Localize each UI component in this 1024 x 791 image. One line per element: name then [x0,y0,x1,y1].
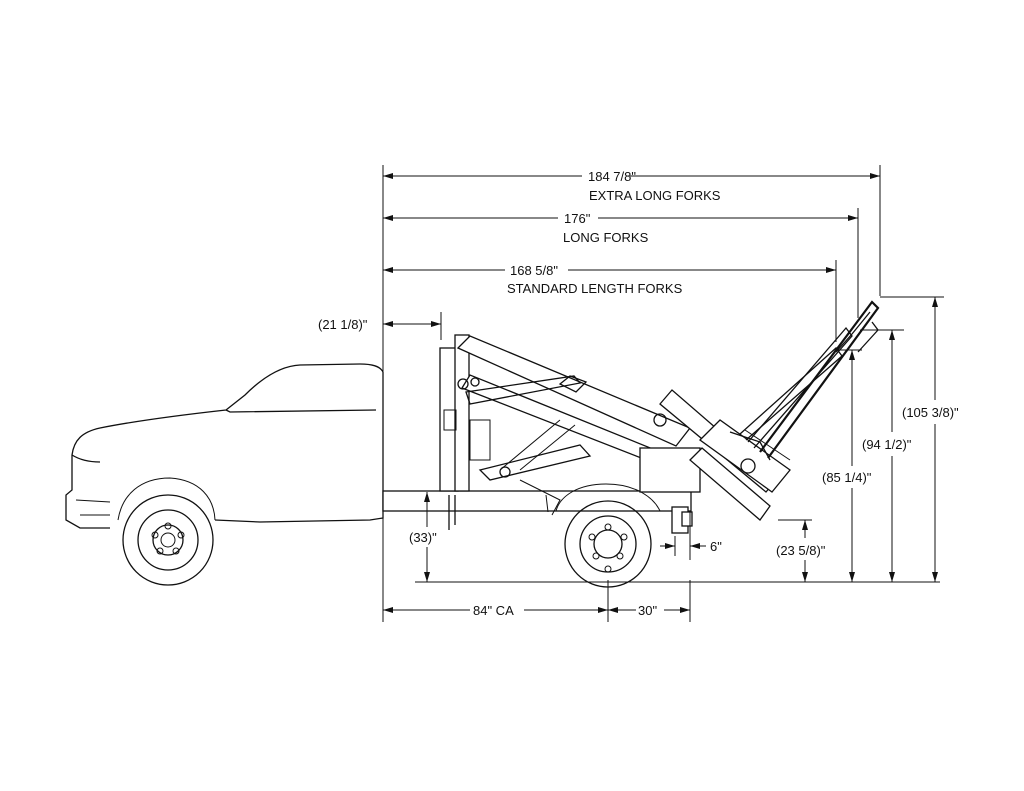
forks [739,300,880,459]
frame-height-label: (33)" [409,530,437,545]
height-3-label: (105 3/8)" [902,405,959,420]
dimension-labels: 184 7/8" EXTRA LONG FORKS 176" LONG FORK… [318,169,959,618]
extra-long-forks-value: 184 7/8" [588,169,636,184]
height-2-label: (94 1/2)" [862,437,912,452]
long-forks-label: LONG FORKS [563,230,649,245]
overhang-label: (21 1/8)" [318,317,368,332]
dimension-arrows [383,173,938,613]
cab-to-axle-label: 84" CA [473,603,514,618]
extra-long-forks-label: EXTRA LONG FORKS [589,188,721,203]
front-wheel [122,494,214,586]
rear-bumper [671,506,693,560]
fork-carriage [659,389,791,521]
rear-wheel [564,500,652,588]
standard-forks-label: STANDARD LENGTH FORKS [507,281,683,296]
standard-forks-value: 168 5/8" [510,263,558,278]
lift-boom [456,335,701,516]
height-1-label: (85 1/4)" [822,470,872,485]
long-forks-value: 176" [564,211,591,226]
axle-to-end-label: 30" [638,603,657,618]
rear-offset-label: 6" [710,539,722,554]
lift-mast [439,334,491,530]
truck-cab [65,363,384,529]
under-clearance-label: (23 5/8)" [776,543,826,558]
